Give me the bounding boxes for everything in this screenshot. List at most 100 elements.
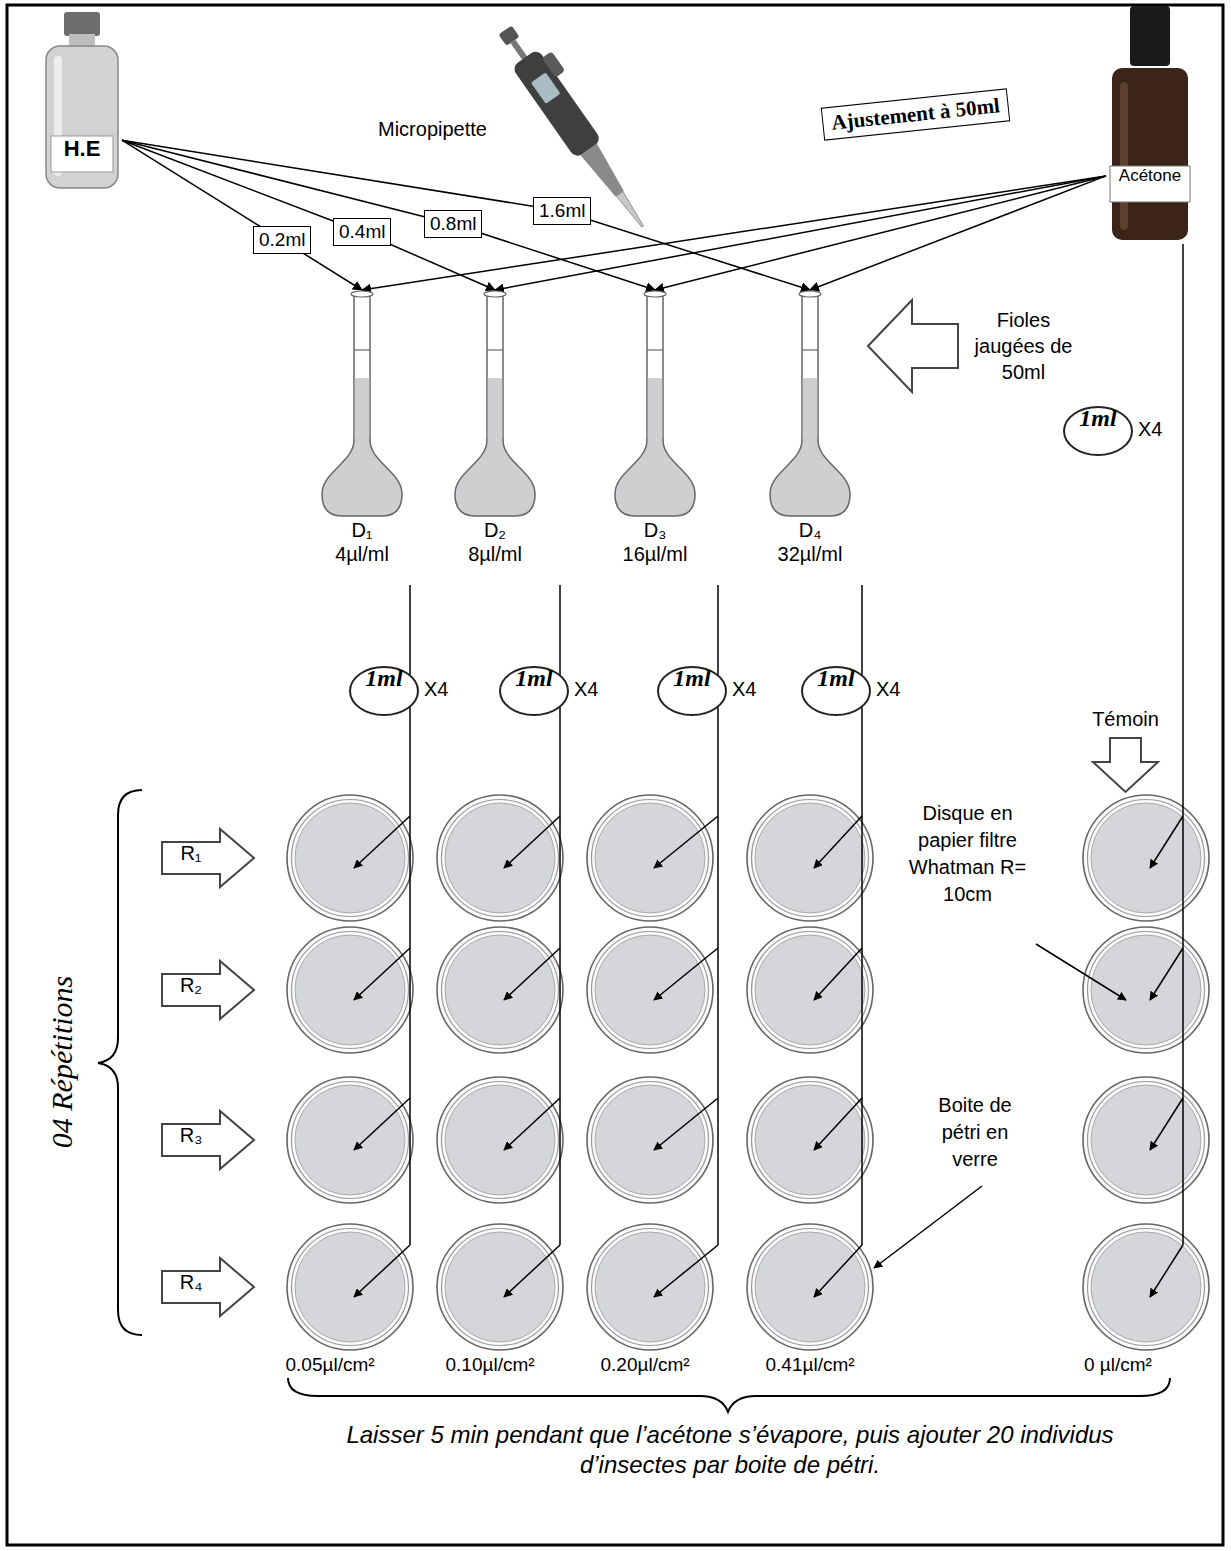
connector (495, 176, 1106, 290)
node-text: D₃ (605, 518, 705, 542)
node-text: 16µl/ml (605, 542, 705, 566)
dispense-arrow (504, 948, 560, 1000)
flask-liquid (803, 378, 817, 444)
petri-dish (1083, 1224, 1209, 1350)
volumetric-flask (445, 290, 545, 518)
pipette-shaft (581, 144, 628, 200)
petri-dish (587, 795, 713, 921)
node-text: D₂ (445, 518, 545, 542)
node-text: X4 (876, 678, 900, 701)
flask-mark (647, 349, 663, 350)
petri-rim (592, 800, 709, 917)
node-text: X4 (424, 678, 448, 701)
volumetric-flask (312, 290, 412, 518)
down-arrow (1078, 736, 1173, 794)
petri-rim (442, 800, 559, 917)
bottle-shape (1106, 6, 1194, 242)
node-ra: R₂ (160, 959, 256, 1021)
dispense-arrow (354, 948, 410, 1000)
dispense-arrow (814, 1245, 862, 1297)
node-text: R₂ (162, 974, 220, 1006)
petri-rim (592, 932, 709, 1049)
node-text: 32µl/ml (760, 542, 860, 566)
petri-rim (1088, 1082, 1205, 1199)
caption-text: Laisser 5 min pendant que l’acétone s’év… (340, 1420, 1120, 1480)
node-text: Témoin (1078, 706, 1173, 732)
filter-disc (755, 803, 865, 913)
node-text: Fioles jaugées de 50ml (966, 307, 1081, 385)
connector (122, 140, 362, 290)
node-text: R₄ (162, 1271, 220, 1303)
dispense-arrow (504, 1245, 560, 1297)
node-text: 4µl/ml (312, 542, 412, 566)
dispense-arrow (504, 1098, 560, 1150)
right-arrow (160, 1256, 256, 1318)
annotation-label: 0.10µl/cm² (446, 1354, 535, 1376)
node-ra: R₁ (160, 827, 256, 889)
filter-disc (445, 1232, 555, 1342)
filter-disc (755, 1232, 865, 1342)
petri-dish (287, 795, 413, 921)
petri-dish (587, 1224, 713, 1350)
petri-rim (442, 932, 559, 1049)
petri-rim (752, 1229, 869, 1346)
annotation-label: 0.05µl/cm² (286, 1354, 375, 1376)
dispense-line (1182, 244, 1184, 1245)
node-ra: R₄ (160, 1256, 256, 1318)
dispense-arrow (654, 948, 718, 1000)
flask-rim (799, 291, 821, 297)
filter-disc (595, 935, 705, 1045)
flask-mark (802, 349, 818, 350)
node-text: H.E (42, 136, 122, 172)
dispense-arrow (1150, 1245, 1183, 1297)
flask-rim (644, 291, 666, 297)
node-ac: Acétone (1106, 6, 1194, 242)
flask-liquid (488, 378, 502, 444)
petri-dish (437, 1224, 563, 1350)
annotation-label: Disque en papier filtre Whatman R= 10cm (905, 800, 1030, 908)
filter-disc (595, 803, 705, 913)
petri-rim (292, 1082, 409, 1199)
connector (362, 176, 1106, 290)
petri-dish (587, 1077, 713, 1203)
node-text: D₄ (760, 518, 860, 542)
bottle-body (46, 46, 118, 188)
filter-disc (295, 803, 405, 913)
petri-dish (747, 927, 873, 1053)
right-arrow (160, 959, 256, 1021)
node-text: 1ml (498, 665, 570, 717)
dispense-arrow (354, 1098, 410, 1150)
node-text: X4 (732, 678, 756, 701)
down-arrow-shape (1093, 738, 1158, 792)
petri-rim (442, 1082, 559, 1199)
annotation-label: 0.41µl/cm² (766, 1354, 855, 1376)
node-text: 1ml (800, 665, 872, 717)
petri-dish (287, 927, 413, 1053)
dispense-arrow (814, 1098, 862, 1150)
node-ci: 1mlX4 (1062, 405, 1172, 457)
node-text: Acétone (1106, 166, 1194, 202)
petri-dish (747, 795, 873, 921)
filter-disc (1091, 803, 1201, 913)
node-text: X4 (1138, 418, 1162, 441)
bottle-shape (42, 12, 122, 190)
node-ci: 1mlX4 (656, 665, 766, 717)
node-text: R₁ (162, 842, 220, 874)
petri-dish (587, 927, 713, 1053)
connector (122, 140, 810, 290)
petri-rim (752, 1082, 869, 1199)
annotation-label: 0 µl/cm² (1084, 1354, 1152, 1376)
filter-disc (1091, 1085, 1201, 1195)
flask-liquid (648, 378, 662, 444)
filter-disc (445, 935, 555, 1045)
petri-dish (287, 1077, 413, 1203)
bottle-cap (1130, 6, 1170, 66)
petri-dish (747, 1224, 873, 1350)
dispense-arrow (814, 816, 862, 868)
annotation-label: Boite de pétri en verre (920, 1092, 1030, 1173)
pipette-body (511, 49, 601, 159)
node-text: 1ml (1062, 405, 1134, 457)
node-fl: D₄32µl/ml (760, 290, 860, 566)
